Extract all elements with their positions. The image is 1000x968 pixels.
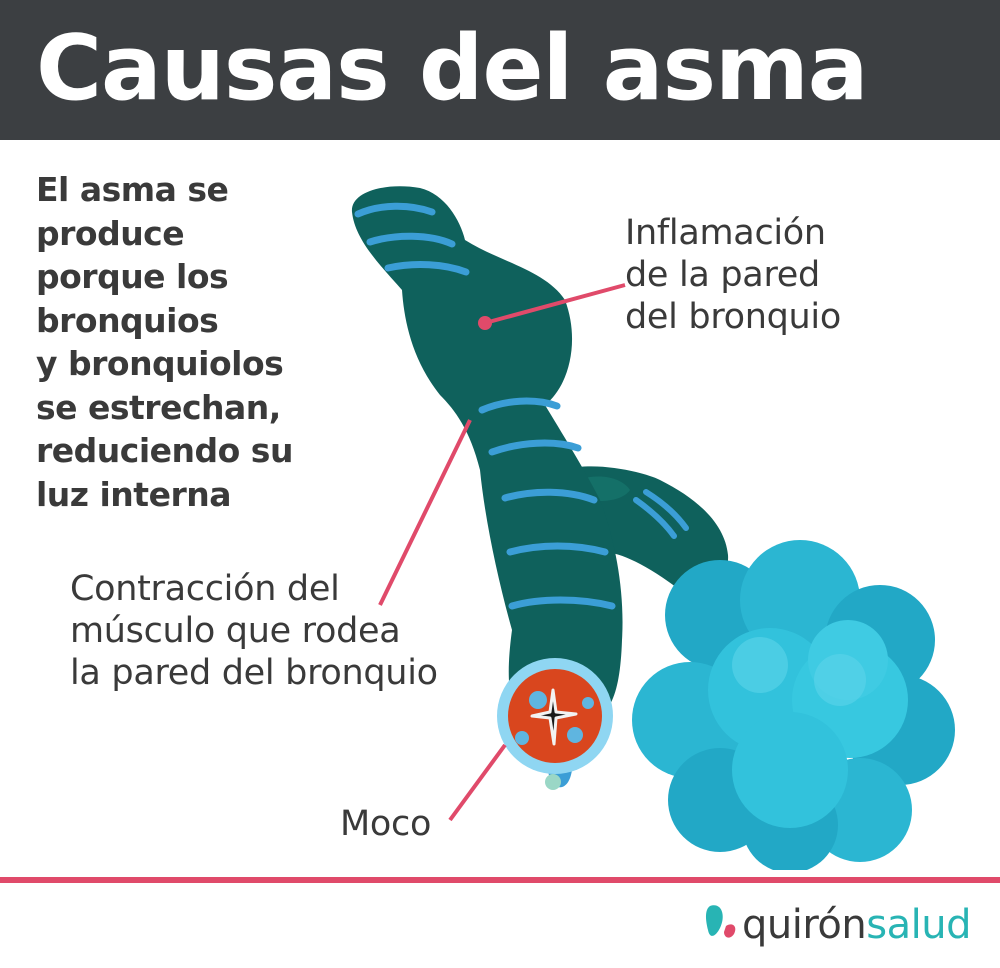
intro-line: se estrechan, (36, 387, 281, 427)
intro-line: bronquios (36, 300, 219, 340)
label-line: de la pared (625, 255, 820, 295)
divider-line (0, 877, 1000, 883)
bronchus-ring (508, 596, 616, 610)
bronchus-ring (354, 202, 436, 218)
contraction-label: Contracción del músculo que rodea la par… (70, 568, 438, 694)
alveoli-cluster (632, 540, 955, 870)
intro-line: porque los (36, 257, 229, 296)
mucus-label: Moco (340, 804, 432, 844)
header-bar (0, 0, 1000, 140)
bronchus-illustration (351, 186, 955, 870)
label-line: Inflamación (625, 213, 826, 253)
label-line: Contracción del (70, 569, 340, 609)
pointer-lines (378, 283, 626, 822)
intro-line: y bronquiolos (36, 344, 284, 383)
inflammation-label: Inflamación de la pared del bronquio (625, 212, 841, 338)
intro-line: reduciendo su (36, 431, 293, 470)
intro-line: produce (36, 213, 185, 253)
bronchus-ring (501, 488, 598, 504)
logo-text-part2: salud (866, 902, 971, 948)
logo-text-part1: quirón (742, 902, 867, 948)
label-line: la pared del bronquio (70, 653, 438, 693)
bronchus-cross-section (497, 658, 613, 790)
bronchus-ring (506, 542, 609, 556)
bronchus-ring (384, 261, 470, 276)
bronchus-ring (478, 397, 561, 414)
bronchus-ring (488, 439, 582, 456)
intro-line: luz interna (36, 474, 232, 514)
intro-line: El asma se (36, 170, 229, 209)
quironsalud-logo-icon (706, 905, 736, 938)
label-line: del bronquio (625, 297, 841, 337)
label-line: músculo que rodea (70, 611, 401, 651)
page-title: Causas del asma (36, 16, 869, 121)
bronchus (351, 186, 623, 726)
logo-text: quirónsalud (742, 900, 971, 950)
bronchus-ring (366, 232, 456, 248)
intro-text: El asma se produce porque los bronquios … (36, 168, 356, 516)
